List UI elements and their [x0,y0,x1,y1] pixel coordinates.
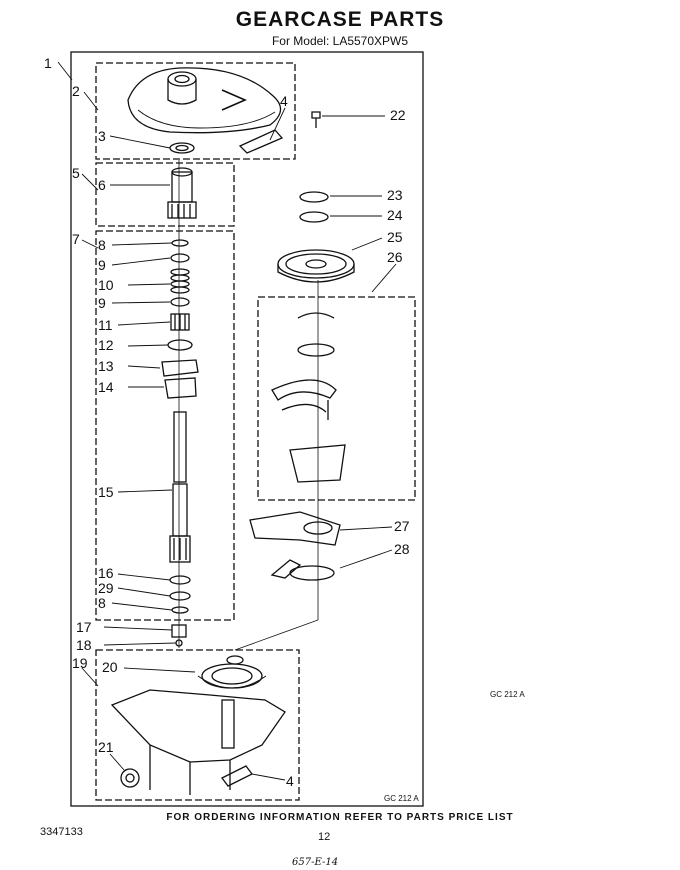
callout-8-top: 8 [98,237,106,253]
gear-25 [277,249,355,283]
clip-28 [270,559,335,581]
callout-20: 20 [102,659,118,675]
callout-10: 10 [98,277,114,293]
shaft-15 [169,411,191,563]
group-box-19 [95,649,300,801]
callout-1: 1 [44,55,52,71]
callout-3: 3 [98,128,106,144]
callout-21: 21 [98,739,114,755]
callout-16: 16 [98,565,114,581]
callout-8-bottom: 8 [98,595,106,611]
clutch-14 [164,377,197,399]
page-number: 12 [318,831,331,843]
callout-6: 6 [98,177,106,193]
callout-13: 13 [98,358,114,374]
callout-14: 14 [98,379,114,395]
ring-23 [299,191,329,203]
figure-code-inner: GC 212 A [384,794,419,803]
callout-19: 19 [72,655,88,671]
callout-12: 12 [98,337,114,353]
model-subtitle: For Model: LA5570XPW5 [271,34,409,48]
cam-13 [161,359,199,377]
bearing-17 [171,624,187,638]
figure-code-outer: GC 212 A [490,690,525,699]
callout-29: 29 [98,580,114,596]
washer-9-lower [170,297,190,307]
callout-27: 27 [394,518,410,534]
callout-4-bottom: 4 [286,773,294,789]
ring-12 [167,339,193,351]
page-title: GEARCASE PARTS [235,8,445,31]
gear-11 [170,313,190,331]
ring-8-top [171,239,189,247]
grease-tube-4-bottom [221,765,253,787]
spring-10 [170,268,190,294]
callout-18: 18 [76,637,92,653]
group-box-5 [95,162,235,227]
callout-9-top: 9 [98,257,106,273]
document-number: 3347133 [40,826,83,838]
group-box-7 [95,230,235,621]
washer-29 [169,591,191,601]
seal-21 [120,768,140,788]
agitator-drive-26 [271,312,346,483]
gearcase-base [110,655,286,795]
ordering-info-footer: FOR ORDERING INFORMATION REFER TO PARTS … [166,812,514,823]
ring-8-bottom [171,606,189,614]
callout-4-top: 4 [280,93,288,109]
callout-11: 11 [98,317,113,333]
callout-24: 24 [387,207,403,223]
gearcase-cover [127,67,284,154]
callout-22: 22 [390,107,406,123]
screw-22 [311,111,321,128]
callout-5: 5 [72,165,80,181]
outer-assembly-frame [70,51,424,807]
callout-15: 15 [98,484,114,500]
callout-23: 23 [387,187,403,203]
handwritten-note: 657-E-14 [292,857,339,868]
callout-25: 25 [387,229,403,245]
callout-9-lower: 9 [98,295,106,311]
callout-2: 2 [72,83,80,99]
callout-28: 28 [394,541,410,557]
seal-3 [169,142,195,154]
callout-26: 26 [387,249,403,265]
washer-24 [299,211,329,223]
group-box-2 [95,62,296,160]
washer-9-top [170,253,190,263]
pinion-6 [167,167,197,219]
callout-17: 17 [76,619,92,635]
callout-7: 7 [72,231,80,247]
washer-16 [169,575,191,585]
shift-lever-27 [249,511,341,546]
